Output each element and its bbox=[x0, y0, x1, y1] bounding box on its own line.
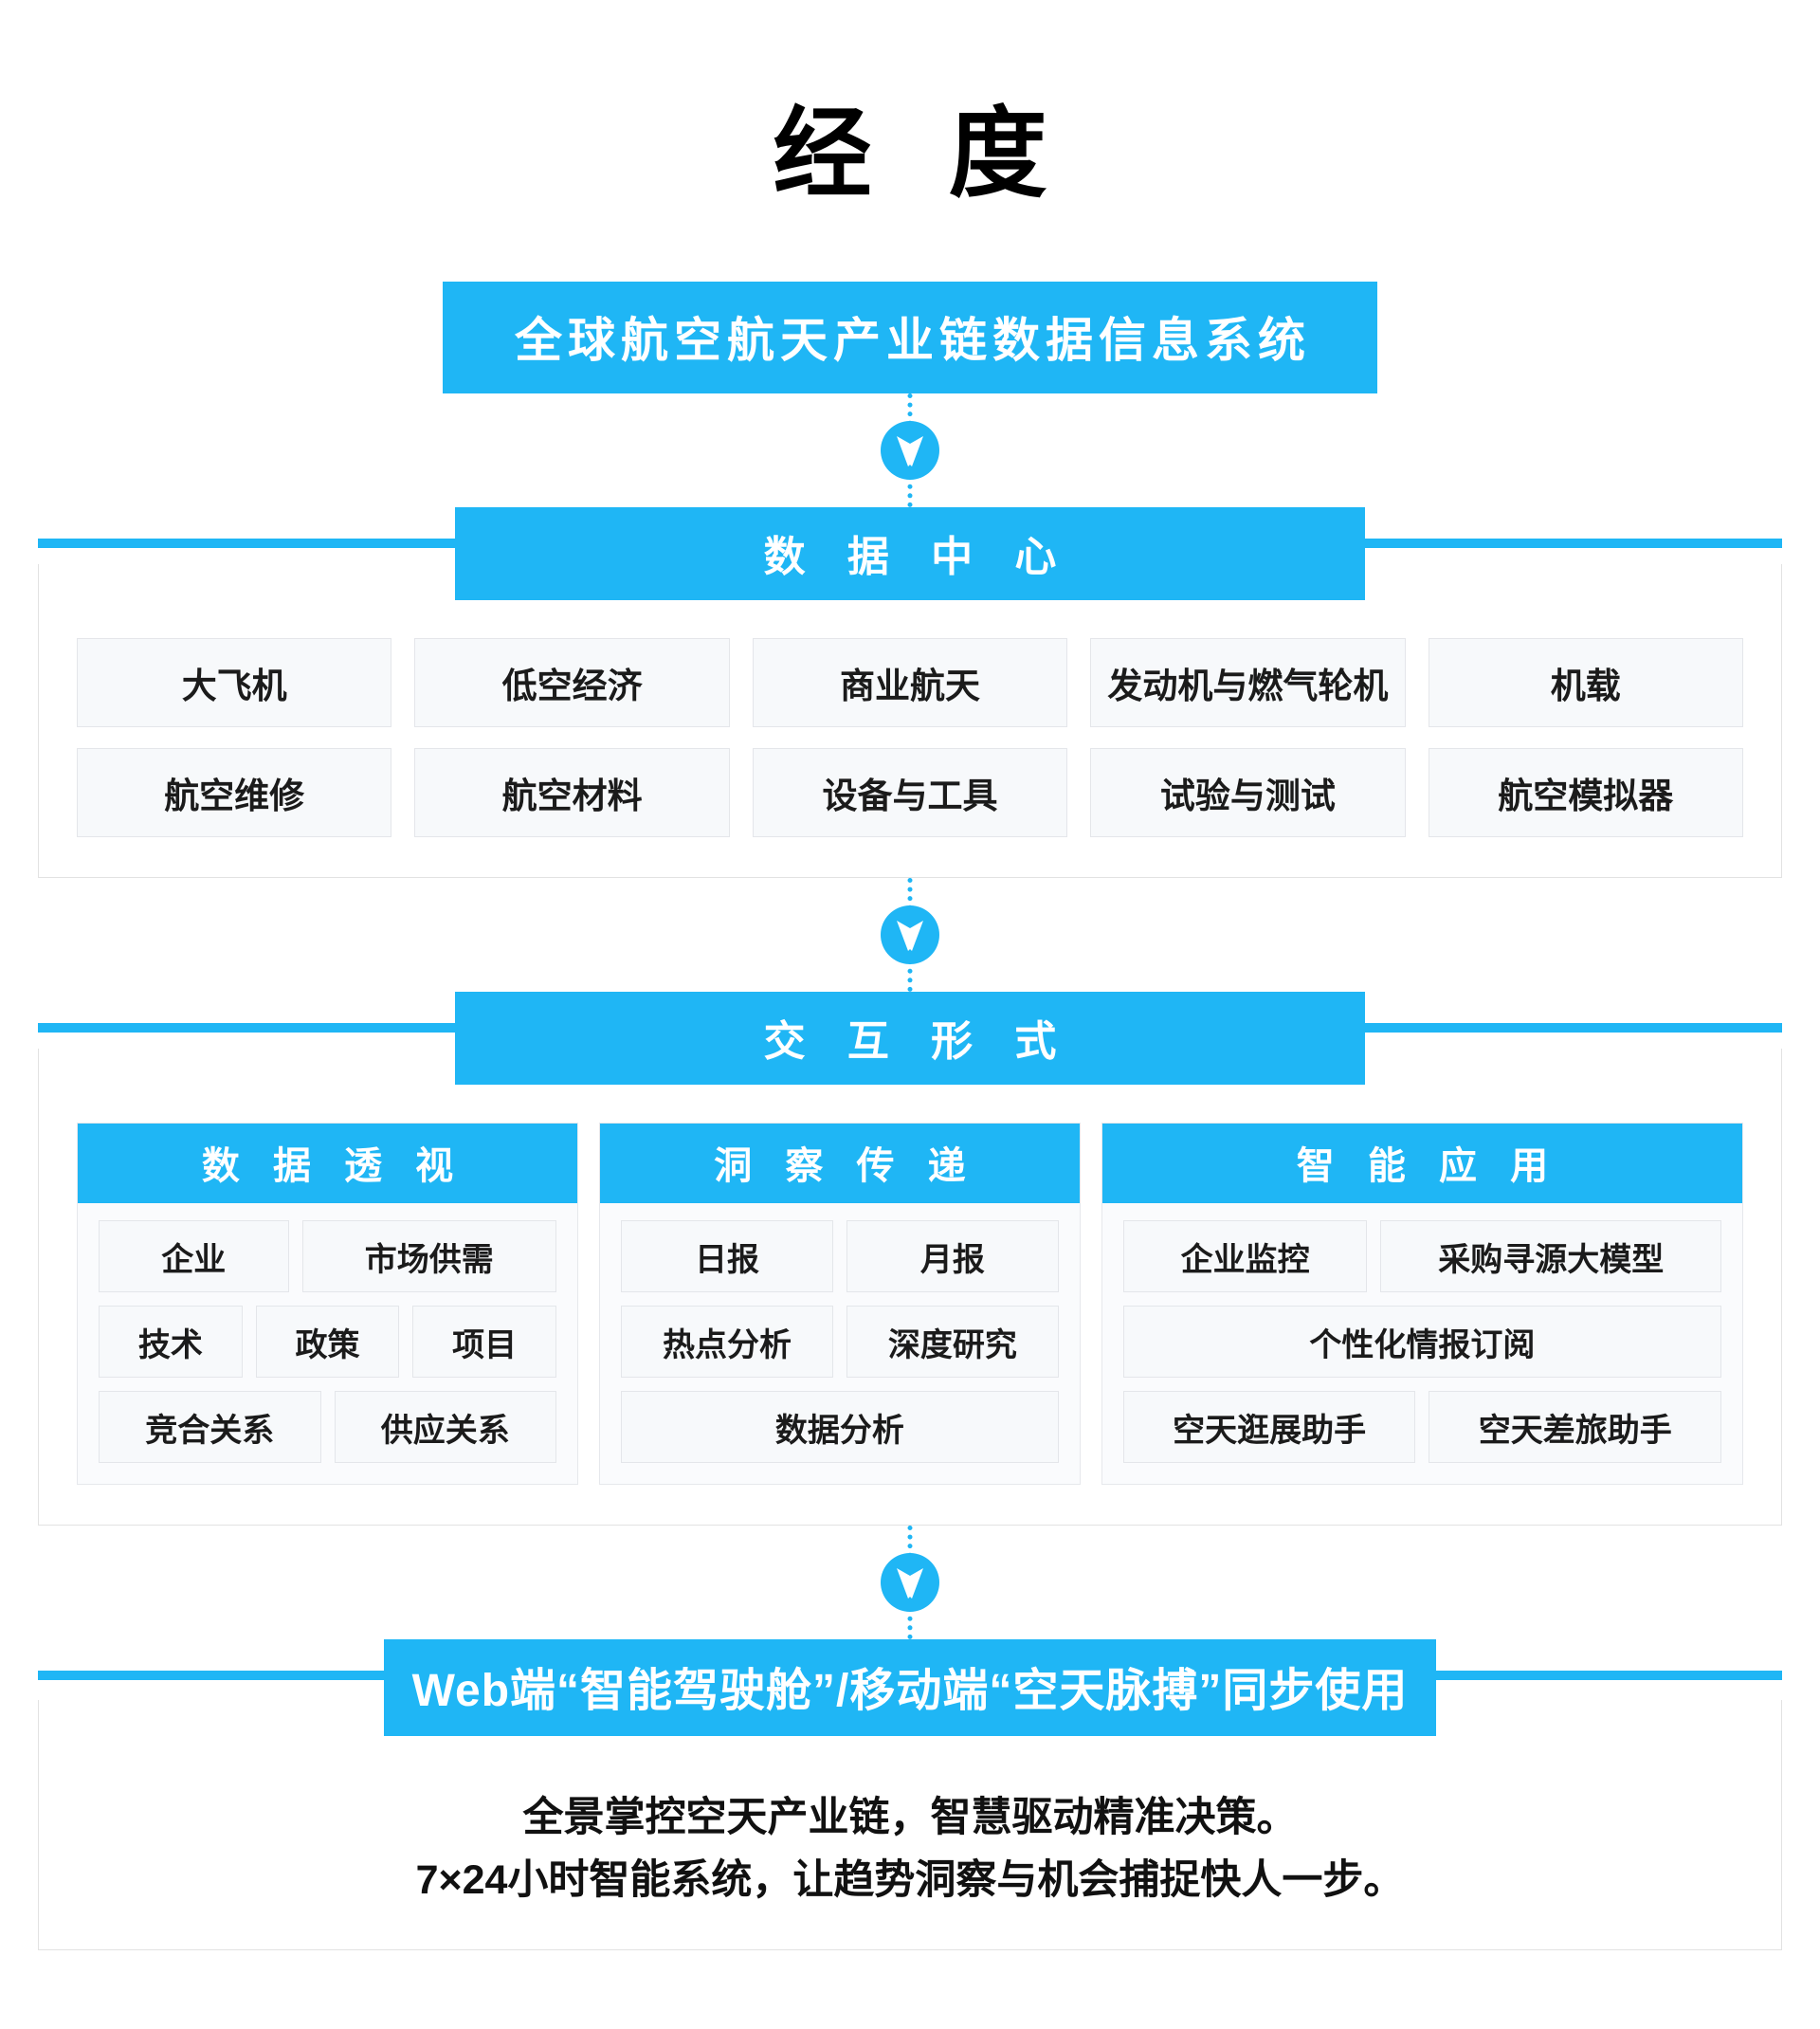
data-center-item[interactable]: 低空经济 bbox=[414, 638, 730, 728]
card-heading: 洞 察 传 递 bbox=[600, 1124, 1080, 1204]
chip[interactable]: 日报 bbox=[621, 1220, 833, 1293]
chip[interactable]: 月报 bbox=[846, 1220, 1059, 1293]
interaction-card-data-perspective: 数 据 透 视 企业 市场供需 技术 政策 项目 竞合关系 bbox=[77, 1123, 578, 1486]
chip[interactable]: 采购寻源大模型 bbox=[1380, 1220, 1721, 1293]
data-center-item[interactable]: 机载 bbox=[1428, 638, 1743, 728]
platform-body: 全景掌控空天产业链，智慧驱动精准决策。 7×24小时智能系统，让趋势洞察与机会捕… bbox=[38, 1700, 1782, 1951]
interaction-section: 交 互 形 式 数 据 透 视 企业 市场供需 技术 政策 项目 bbox=[38, 992, 1782, 1526]
connector-datacenter-to-interaction bbox=[38, 878, 1782, 993]
arrow-down-icon bbox=[881, 905, 939, 965]
chip[interactable]: 竞合关系 bbox=[99, 1391, 321, 1464]
card-body: 企业 市场供需 技术 政策 项目 竞合关系 供应关系 bbox=[78, 1203, 577, 1484]
interaction-body: 数 据 透 视 企业 市场供需 技术 政策 项目 竞合关系 bbox=[38, 1049, 1782, 1526]
data-center-item[interactable]: 航空维修 bbox=[77, 748, 392, 838]
card-body: 企业监控 采购寻源大模型 个性化情报订阅 空天逛展助手 空天差旅助手 bbox=[1102, 1203, 1742, 1484]
chip-row: 数据分析 bbox=[621, 1391, 1059, 1464]
platform-heading: Web端“智能驾驶舱”/移动端“空天脉搏”同步使用 bbox=[384, 1639, 1436, 1737]
chip-row: 空天逛展助手 空天差旅助手 bbox=[1122, 1391, 1721, 1464]
chip[interactable]: 企业监控 bbox=[1122, 1220, 1368, 1293]
chip-row: 企业监控 采购寻源大模型 bbox=[1122, 1220, 1721, 1293]
chip[interactable]: 企业 bbox=[99, 1220, 289, 1293]
chip-row: 竞合关系 供应关系 bbox=[99, 1391, 556, 1464]
connector-title-to-datacenter bbox=[38, 393, 1782, 508]
data-center-item[interactable]: 商业航天 bbox=[752, 638, 1068, 728]
chip[interactable]: 空天逛展助手 bbox=[1122, 1391, 1416, 1464]
chip[interactable]: 空天差旅助手 bbox=[1429, 1391, 1721, 1464]
chip[interactable]: 技术 bbox=[99, 1306, 243, 1379]
chip[interactable]: 供应关系 bbox=[334, 1391, 556, 1464]
platform-tagline: 7×24小时智能系统，让趋势洞察与机会捕捉快人一步。 bbox=[415, 1856, 1405, 1903]
system-name-banner: 全球航空航天产业链数据信息系统 bbox=[443, 282, 1377, 394]
chip-row: 个性化情报订阅 bbox=[1122, 1306, 1721, 1379]
chip-row: 热点分析 深度研究 bbox=[621, 1306, 1059, 1379]
data-center-item[interactable]: 航空材料 bbox=[414, 748, 730, 838]
chip[interactable]: 个性化情报订阅 bbox=[1122, 1306, 1721, 1379]
page-title: 经 度 bbox=[773, 99, 1072, 210]
chip-row: 日报 月报 bbox=[621, 1220, 1059, 1293]
data-center-item[interactable]: 设备与工具 bbox=[752, 748, 1068, 838]
infographic-page: 经 度 全球航空航天产业链数据信息系统 数 据 中 心 大飞机 低空经济 商业航… bbox=[0, 66, 1820, 2029]
data-center-item[interactable]: 大飞机 bbox=[77, 638, 392, 728]
interaction-heading: 交 互 形 式 bbox=[455, 992, 1365, 1086]
chip[interactable]: 数据分析 bbox=[621, 1391, 1059, 1464]
data-center-section: 数 据 中 心 大飞机 低空经济 商业航天 发动机与燃气轮机 机载 航空维修 航… bbox=[38, 507, 1782, 879]
chip[interactable]: 政策 bbox=[255, 1306, 400, 1379]
interaction-columns: 数 据 透 视 企业 市场供需 技术 政策 项目 竞合关系 bbox=[77, 1123, 1743, 1486]
platform-section: Web端“智能驾驶舱”/移动端“空天脉搏”同步使用 全景掌控空天产业链，智慧驱动… bbox=[38, 1639, 1782, 1951]
data-center-item[interactable]: 试验与测试 bbox=[1090, 748, 1406, 838]
interaction-card-intelligent-applications: 智 能 应 用 企业监控 采购寻源大模型 个性化情报订阅 空天逛展助手 空天差旅… bbox=[1101, 1123, 1743, 1486]
top-banner-wrapper: 全球航空航天产业链数据信息系统 bbox=[38, 282, 1782, 394]
data-center-heading: 数 据 中 心 bbox=[455, 507, 1365, 601]
card-heading: 数 据 透 视 bbox=[78, 1124, 577, 1204]
data-center-grid: 大飞机 低空经济 商业航天 发动机与燃气轮机 机载 航空维修 航空材料 设备与工… bbox=[77, 638, 1743, 838]
platform-heading-wrapper: Web端“智能驾驶舱”/移动端“空天脉搏”同步使用 bbox=[38, 1639, 1782, 1737]
card-heading: 智 能 应 用 bbox=[1101, 1124, 1742, 1204]
data-center-item[interactable]: 发动机与燃气轮机 bbox=[1090, 638, 1406, 728]
chip-row: 技术 政策 项目 bbox=[99, 1306, 557, 1379]
data-center-heading-wrapper: 数 据 中 心 bbox=[38, 507, 1782, 601]
data-center-item[interactable]: 航空模拟器 bbox=[1428, 748, 1743, 838]
arrow-down-icon bbox=[881, 421, 939, 481]
chip[interactable]: 热点分析 bbox=[621, 1306, 833, 1379]
interaction-card-insight-delivery: 洞 察 传 递 日报 月报 热点分析 深度研究 数据分析 bbox=[599, 1123, 1081, 1486]
chip-row: 企业 市场供需 bbox=[99, 1220, 556, 1293]
arrow-down-icon bbox=[881, 1553, 939, 1613]
platform-tagline: 全景掌控空天产业链，智慧驱动精准决策。 bbox=[522, 1795, 1298, 1841]
data-center-body: 大飞机 低空经济 商业航天 发动机与燃气轮机 机载 航空维修 航空材料 设备与工… bbox=[38, 564, 1782, 879]
card-body: 日报 月报 热点分析 深度研究 数据分析 bbox=[600, 1203, 1080, 1484]
chip[interactable]: 深度研究 bbox=[846, 1306, 1059, 1379]
connector-interaction-to-platform bbox=[38, 1526, 1782, 1640]
chip[interactable]: 项目 bbox=[412, 1306, 557, 1379]
chip[interactable]: 市场供需 bbox=[301, 1220, 556, 1293]
interaction-heading-wrapper: 交 互 形 式 bbox=[38, 992, 1782, 1086]
